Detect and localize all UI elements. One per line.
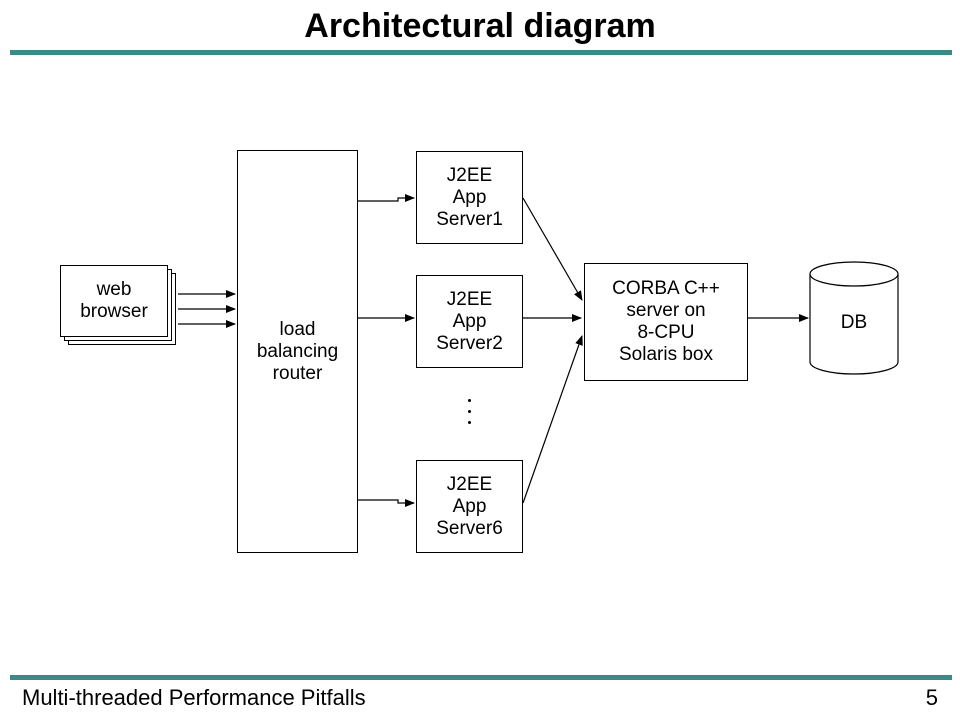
more-servers-ellipsis <box>468 399 472 432</box>
footer-text: Multi-threaded Performance Pitfalls <box>22 685 366 710</box>
j2ee-server1: J2EE App Server1 <box>416 151 523 244</box>
server6-label-line1: J2EE <box>446 473 493 495</box>
server2-label-line2: App <box>452 310 487 332</box>
router-label-line2: balancing <box>256 340 339 362</box>
router-server1-arrow <box>358 194 415 202</box>
corba-server-box: CORBA C++ server on 8-CPU Solaris box <box>584 263 748 381</box>
browser-label-line1: web <box>96 279 132 300</box>
browser-label-line2: browser <box>80 301 148 322</box>
corba-label-line3: 8-CPU <box>637 322 695 343</box>
server6-corba-arrow <box>522 335 583 504</box>
footer-rule <box>10 675 952 680</box>
router-label-line3: router <box>272 362 323 384</box>
server1-label-line1: J2EE <box>446 164 493 186</box>
corba-label-line4: Solaris box <box>619 344 713 365</box>
web-browser-box: web browser <box>60 265 168 337</box>
server1-label-line2: App <box>452 186 487 208</box>
db-cylinder <box>809 261 899 375</box>
db-label: DB <box>840 312 868 333</box>
corba-label-line2: server on <box>626 300 706 321</box>
load-balancing-router: load balancing router <box>237 150 358 553</box>
server6-label-line2: App <box>452 495 487 517</box>
j2ee-server6: J2EE App Server6 <box>416 460 523 553</box>
slide-title: Architectural diagram <box>304 7 656 45</box>
corba-label-line1: CORBA C++ <box>612 278 720 299</box>
title-rule <box>10 50 952 55</box>
server2-label-line3: Server2 <box>436 332 503 354</box>
server2-label-line1: J2EE <box>446 288 493 310</box>
server1-label-line3: Server1 <box>436 208 503 230</box>
server1-corba-arrow <box>522 197 583 301</box>
router-label-line1: load <box>279 318 316 340</box>
j2ee-server2: J2EE App Server2 <box>416 275 523 368</box>
server6-label-line3: Server6 <box>436 517 503 539</box>
router-server6-arrow <box>358 499 415 507</box>
page-number: 5 <box>925 685 938 710</box>
